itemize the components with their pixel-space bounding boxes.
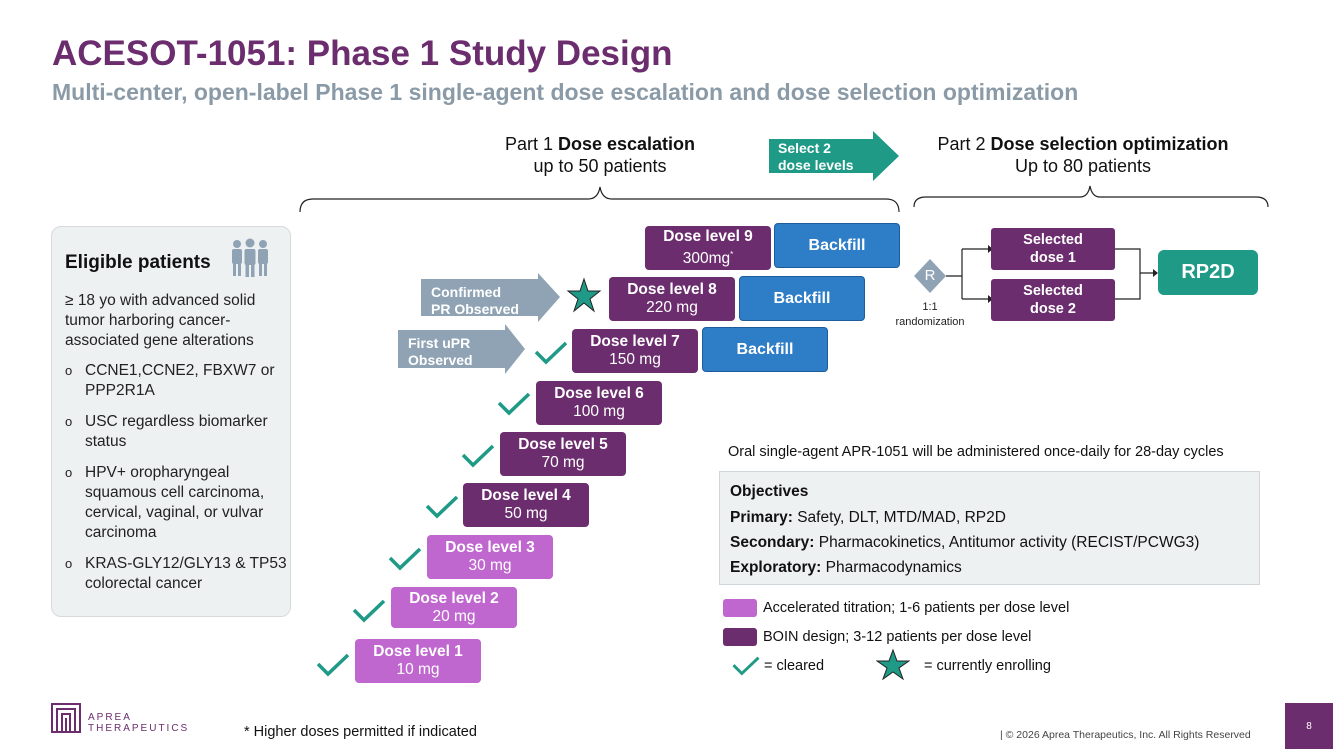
eligibility-title: Eligible patients — [65, 252, 211, 273]
confirmed-pr-arrow-shape — [421, 273, 560, 322]
legend-swatch-accelerated — [723, 599, 757, 617]
first-upr-label: First uPR Observed — [408, 335, 473, 368]
legend-cleared: = cleared — [764, 658, 825, 674]
confirmed-pr-label: Confirmed PR Observed — [431, 284, 519, 317]
copyright: | © 2026 Aprea Therapeutics, Inc. All Ri… — [1000, 729, 1251, 741]
enrolling-star-icon — [566, 277, 602, 313]
randomization-label: 1:1 randomization — [895, 301, 965, 328]
aprea-logo-icon — [51, 703, 81, 733]
part1-header: Part 1 Dose escalation up to 50 patients — [450, 133, 750, 177]
part2-brace — [913, 185, 1269, 208]
objectives-title: Objectives — [730, 483, 809, 500]
people-icon — [232, 238, 268, 277]
legend-boin: BOIN design; 3-12 patients per dose leve… — [763, 629, 1032, 645]
eligibility-intro: ≥ 18 yo with advanced solid tumor harbor… — [65, 292, 256, 349]
first-upr-arrow-shape — [398, 324, 525, 374]
backfill-dose-9: Backfill — [774, 223, 900, 268]
legend-star-icon — [876, 648, 910, 680]
backfill-dose-7: Backfill — [702, 327, 828, 372]
legend-accelerated: Accelerated titration; 1-6 patients per … — [763, 600, 1070, 616]
check-icon — [497, 392, 531, 416]
administration-note: Oral single-agent APR-1051 will be admin… — [728, 444, 1224, 460]
check-icon — [388, 547, 422, 571]
page-number: 8 — [1285, 703, 1333, 749]
check-icon — [461, 444, 495, 468]
legend-swatch-boin — [723, 628, 757, 646]
objective-primary: Primary: Safety, DLT, MTD/MAD, RP2D — [730, 509, 1006, 526]
eligibility-panel: Eligible patients ≥ 18 yo with advanced … — [51, 226, 291, 617]
check-icon — [534, 341, 568, 365]
backfill-dose-8: Backfill — [739, 276, 865, 321]
randomization-symbol: R — [924, 267, 936, 284]
check-icon — [425, 495, 459, 519]
part2-patients: Up to 80 patients — [1014, 156, 1152, 176]
randomization-diamond — [914, 259, 946, 293]
check-icon — [352, 599, 386, 623]
part2-title: Dose selection optimization — [990, 134, 1229, 154]
rp2d-box: RP2D — [1158, 250, 1258, 295]
part1-patients: up to 50 patients — [533, 156, 667, 176]
part1-brace — [299, 186, 900, 213]
page-title: ACESOT-1051: Phase 1 Study Design — [52, 34, 673, 73]
select-arrow-label: Select 2 dose levels — [778, 140, 854, 173]
check-icon — [316, 653, 350, 677]
select-arrow-shape — [769, 131, 899, 181]
part2-prefix: Part 2 — [937, 134, 991, 154]
part1-title: Dose escalation — [557, 134, 696, 154]
objective-exploratory: Exploratory: Pharmacodynamics — [730, 559, 962, 576]
objective-secondary: Secondary: Pharmacokinetics, Antitumor a… — [730, 534, 1200, 551]
legend-check-icon — [732, 656, 760, 676]
footnote: * Higher doses permitted if indicated — [244, 724, 477, 740]
rand-connector — [946, 248, 988, 300]
rp2d-connector — [1115, 248, 1153, 300]
legend-enrolling: = currently enrolling — [924, 658, 1051, 674]
part1-prefix: Part 1 — [504, 134, 558, 154]
objectives-panel: Objectives Primary: Safety, DLT, MTD/MAD… — [719, 471, 1260, 585]
part2-header: Part 2 Dose selection optimization Up to… — [913, 133, 1253, 177]
page-subtitle: Multi-center, open-label Phase 1 single-… — [52, 79, 1079, 105]
